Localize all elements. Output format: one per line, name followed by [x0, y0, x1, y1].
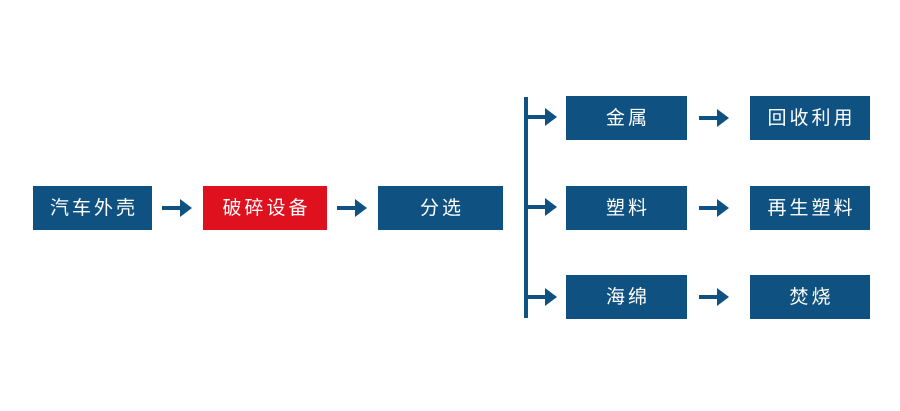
node-metal-label: 金属: [605, 106, 650, 129]
node-recycle-reuse[interactable]: 回收利用: [750, 96, 870, 140]
node-recycled-plastic[interactable]: 再生塑料: [750, 186, 870, 230]
node-metal[interactable]: 金属: [566, 96, 687, 140]
node-sorting-label: 分选: [419, 196, 464, 219]
node-recycle-reuse-label: 回收利用: [767, 106, 856, 129]
arrow-shell-to-shredder: [160, 196, 196, 220]
connector-arrow-sponge: [526, 288, 557, 306]
node-shell-label: 汽车外壳: [49, 196, 138, 219]
node-incineration[interactable]: 焚烧: [750, 275, 870, 319]
node-incineration-label: 焚烧: [789, 285, 834, 308]
node-plastic[interactable]: 塑料: [566, 186, 687, 230]
node-plastic-label: 塑料: [605, 196, 650, 219]
node-sponge[interactable]: 海绵: [566, 275, 687, 319]
node-recycled-plastic-label: 再生塑料: [767, 196, 856, 219]
connector-arrow-metal: [526, 108, 557, 126]
arrow-plastic-to-recycled: [697, 196, 733, 220]
arrow-metal-to-recycle: [697, 106, 733, 130]
node-sponge-label: 海绵: [605, 285, 650, 308]
node-shredder[interactable]: 破碎设备: [203, 186, 327, 230]
branch-connector: [520, 92, 570, 327]
node-shredder-label: 破碎设备: [222, 196, 311, 219]
connector-arrow-plastic: [526, 198, 557, 216]
arrow-shredder-to-sorting: [335, 196, 371, 220]
node-sorting[interactable]: 分选: [378, 186, 503, 230]
node-shell[interactable]: 汽车外壳: [33, 186, 152, 230]
arrow-sponge-to-incineration: [697, 285, 733, 309]
